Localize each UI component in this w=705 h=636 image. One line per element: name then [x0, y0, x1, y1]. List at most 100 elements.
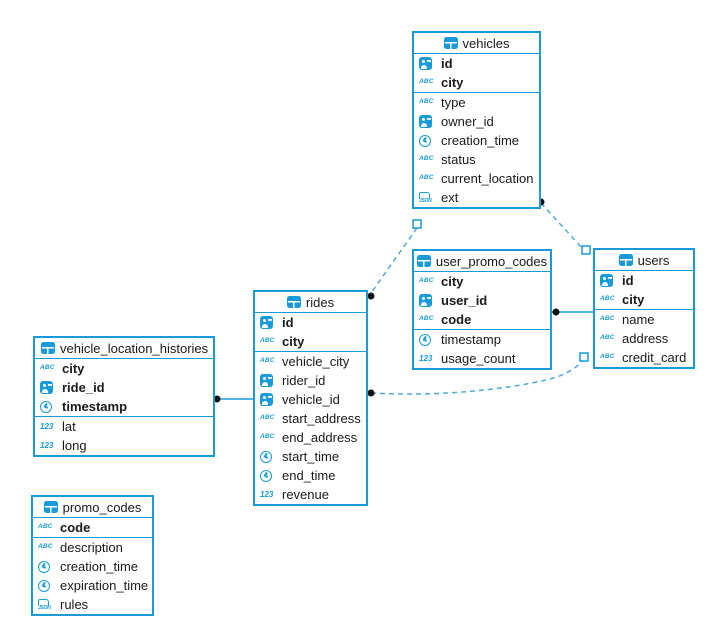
- abc-text-icon: ABC: [38, 523, 53, 531]
- table-title: users: [637, 252, 670, 268]
- column-row: timestamp: [414, 330, 550, 349]
- column-row: ABC name: [595, 310, 693, 329]
- column-name: rider_id: [282, 373, 326, 388]
- column-row: creation_time: [414, 131, 539, 150]
- column-row: end_time: [255, 466, 366, 485]
- table-title: user_promo_codes: [435, 253, 548, 269]
- relationship-line-rides-vehicles[interactable]: [370, 227, 418, 294]
- column-row: ABC code: [33, 518, 152, 537]
- uuid-icon: [600, 274, 618, 287]
- column-name: ride_id: [62, 380, 105, 395]
- column-name: id: [441, 56, 453, 71]
- column-name: city: [441, 274, 464, 289]
- column-row: vehicle_id: [255, 390, 366, 409]
- abc-text-icon: ABC: [260, 414, 275, 422]
- column-name: address: [622, 331, 669, 346]
- clock-icon: [419, 134, 437, 147]
- relationship-line-vehicles-users[interactable]: [540, 202, 583, 249]
- number-123-icon: 123: [40, 440, 54, 450]
- relationship-square-marker: [581, 245, 591, 255]
- column-name: status: [441, 152, 476, 167]
- table-header[interactable]: promo_codes: [33, 497, 152, 518]
- abc-text-icon: ABC: [600, 315, 615, 323]
- table-header[interactable]: users: [595, 250, 693, 271]
- primary-key-section: ABC code: [33, 518, 152, 537]
- column-name: expiration_time: [60, 578, 149, 593]
- abc-text-icon: ABC: [419, 315, 434, 323]
- column-row: ABC city: [255, 332, 366, 351]
- table-title: rides: [305, 294, 335, 310]
- column-name: rules: [60, 597, 89, 612]
- table-title: vehicle_location_histories: [60, 340, 209, 356]
- clock-icon: [419, 333, 437, 346]
- column-name: start_address: [282, 411, 361, 426]
- column-name: vehicle_id: [282, 392, 340, 407]
- column-row: ext: [414, 188, 539, 207]
- uuid-icon: [419, 294, 437, 307]
- table-title: vehicles: [462, 35, 510, 51]
- table-icon: [286, 296, 301, 308]
- number-123-icon: 123: [419, 353, 433, 363]
- column-name: code: [60, 520, 91, 535]
- column-name: timestamp: [62, 399, 128, 414]
- json-icon: [419, 191, 437, 204]
- column-name: city: [282, 334, 305, 349]
- column-name: name: [622, 312, 655, 327]
- column-name: timestamp: [441, 332, 501, 347]
- column-name: creation_time: [60, 559, 139, 574]
- clock-icon: [260, 469, 278, 482]
- column-name: usage_count: [441, 351, 516, 366]
- column-name: lat: [62, 419, 76, 434]
- column-name: vehicle_city: [282, 354, 350, 369]
- column-name: start_time: [282, 449, 340, 464]
- column-name: ext: [441, 190, 459, 205]
- uuid-icon: [260, 374, 278, 387]
- abc-text-icon: ABC: [40, 364, 55, 372]
- abc-text-icon: ABC: [260, 433, 275, 441]
- table-header[interactable]: user_promo_codes: [414, 251, 550, 272]
- column-name: description: [60, 540, 123, 555]
- column-row: timestamp: [35, 397, 213, 416]
- clock-icon: [260, 450, 278, 463]
- table-header[interactable]: vehicle_location_histories: [35, 338, 213, 359]
- column-name: creation_time: [441, 133, 520, 148]
- column-row: owner_id: [414, 112, 539, 131]
- table-header[interactable]: vehicles: [414, 33, 539, 54]
- table-header[interactable]: rides: [255, 292, 366, 313]
- uuid-icon: [419, 115, 437, 128]
- uuid-icon: [260, 316, 278, 329]
- uuid-icon: [419, 57, 437, 70]
- column-row: creation_time: [33, 557, 152, 576]
- abc-text-icon: ABC: [419, 277, 434, 285]
- table-icon: [618, 254, 633, 266]
- column-row: ABC city: [414, 272, 550, 291]
- column-row: ride_id: [35, 378, 213, 397]
- abc-text-icon: ABC: [260, 337, 275, 345]
- column-name: user_id: [441, 293, 488, 308]
- number-123-icon: 123: [260, 489, 274, 499]
- clock-icon: [38, 560, 56, 573]
- json-icon: [38, 598, 56, 611]
